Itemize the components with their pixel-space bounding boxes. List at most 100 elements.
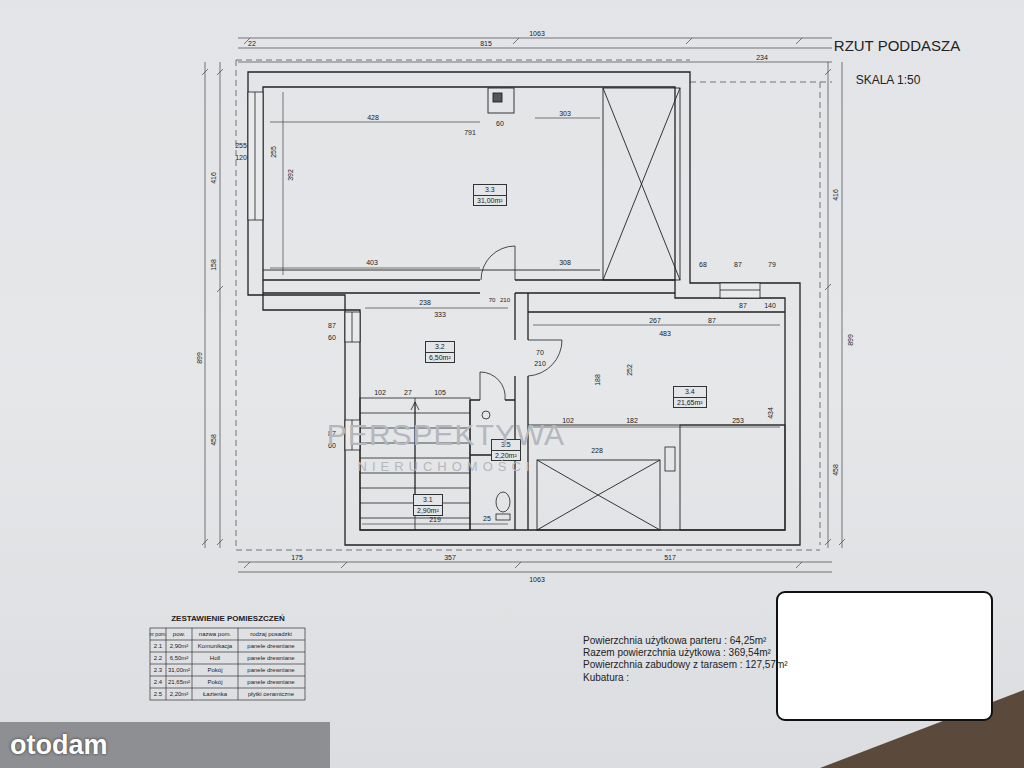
walls-part xyxy=(263,87,785,530)
room-table-grid xyxy=(150,628,305,700)
dimension: 308 xyxy=(559,259,571,266)
dimension: 517 xyxy=(664,554,676,561)
chimney xyxy=(488,88,514,113)
dimension: 87 xyxy=(739,302,747,309)
dimension: 416 xyxy=(210,172,217,184)
dimension-lines-part xyxy=(533,427,780,428)
windows-part xyxy=(720,290,760,291)
table-cell: Holl xyxy=(210,655,220,661)
doors-part xyxy=(528,340,562,376)
photo-ground-part xyxy=(0,722,330,768)
room-number: 3.3 xyxy=(474,185,506,196)
dimension: 22 xyxy=(248,40,256,47)
dimension: 434 xyxy=(767,407,774,419)
dimension: 234 xyxy=(756,54,768,61)
area-note: Powierzchnia użytkowa parteru : 64,25m² xyxy=(583,636,766,646)
dimension: 175 xyxy=(291,554,303,561)
table-cell: 2.1 xyxy=(154,643,162,649)
dimension: 79 xyxy=(768,261,776,268)
dimension-lines-part xyxy=(238,62,832,63)
dimension-lines-part xyxy=(238,572,832,573)
dimension-lines-part xyxy=(270,268,480,269)
eave-lines-part xyxy=(236,550,820,551)
dimension-lines-part xyxy=(828,62,829,548)
dimension-lines-part xyxy=(244,38,802,568)
table-cell: panele drewniane xyxy=(247,655,294,661)
walls-part xyxy=(248,72,800,545)
room-number: 3.2 xyxy=(426,342,454,353)
sanitary-part xyxy=(496,514,510,520)
stairs-part xyxy=(411,402,419,505)
dimension: 102 xyxy=(374,389,386,396)
dimension: 458 xyxy=(832,464,839,476)
dimension: 392 xyxy=(287,169,294,181)
watermark: PERSPEKTYWA xyxy=(327,420,565,450)
table-cell: Pokój xyxy=(207,667,222,673)
sanitary-part xyxy=(665,447,675,471)
windows-part xyxy=(255,92,256,220)
room-tag: 3.12,90m² xyxy=(413,494,443,516)
doors-part xyxy=(481,246,515,280)
dimension: 815 xyxy=(480,40,492,47)
room-area: 6,50m² xyxy=(426,353,454,363)
room-tag: 3.421,65m² xyxy=(673,386,707,408)
dimension: 303 xyxy=(559,110,571,117)
scale-note: SKALA 1:50 xyxy=(856,74,921,86)
table-cell: 2.4 xyxy=(154,679,162,685)
table-cell: Łazienka xyxy=(203,691,227,697)
dimension: 70 xyxy=(536,349,544,356)
photo-ground-part xyxy=(777,592,992,720)
eave-lines-part xyxy=(690,82,832,83)
dimension: 899 xyxy=(847,334,854,346)
dimension: 60 xyxy=(328,334,336,341)
photo-ground xyxy=(0,592,1024,768)
table-cell: pow. xyxy=(173,631,185,637)
doors xyxy=(480,246,562,400)
dimension-lines-part xyxy=(238,48,832,49)
dimension: 899 xyxy=(196,352,203,364)
room-area: 31,00m² xyxy=(474,196,506,206)
dimension: 87 xyxy=(708,317,716,324)
table-cell: Pokój xyxy=(207,679,222,685)
dimension-lines-part xyxy=(238,562,832,563)
table-cell: panele drewniane xyxy=(247,667,294,673)
dimension-lines-part xyxy=(238,38,832,39)
dimension: 238 xyxy=(419,299,431,306)
dimension: 140 xyxy=(764,302,776,309)
table-title: ZESTAWIENIE POMIESZCZEŃ xyxy=(171,615,285,623)
windows-part xyxy=(352,312,353,342)
table-cell: 2,90m² xyxy=(170,643,189,649)
dimension: 416 xyxy=(832,189,839,201)
table-cell: 2,20m² xyxy=(170,691,189,697)
roof-voids-part xyxy=(537,460,660,530)
dimension-lines-part xyxy=(842,62,843,548)
dimension: 253 xyxy=(732,417,744,424)
walls-part xyxy=(263,280,675,293)
table-cell: płytki ceramiczne xyxy=(248,691,294,697)
table-cell: 6,50m² xyxy=(170,655,189,661)
table-cell: Komunikacja xyxy=(198,643,232,649)
dimension-lines-part xyxy=(205,62,206,548)
dimension: 210 xyxy=(500,297,510,303)
dimension: 210 xyxy=(534,360,546,367)
dimension: 105 xyxy=(434,389,446,396)
dimension: 120 xyxy=(235,154,247,161)
eave-lines-part xyxy=(236,60,237,550)
roof-voids-part xyxy=(528,425,785,426)
dimension: 27 xyxy=(404,389,412,396)
table-cell: 2.3 xyxy=(154,667,162,673)
watermark: NIERUCHOMOŚCI xyxy=(358,460,535,473)
walls-part xyxy=(515,293,528,530)
table-cell: nr pom. xyxy=(150,632,167,637)
sanitary-part xyxy=(482,411,490,419)
dimension: 255 xyxy=(270,146,277,158)
dimension-lines-part xyxy=(202,69,845,545)
dimension-lines xyxy=(202,38,845,572)
table-cell: nazwa pom. xyxy=(199,631,231,637)
dimension: 228 xyxy=(591,447,603,454)
dimension: 188 xyxy=(594,374,601,386)
dimension: 25 xyxy=(483,515,491,522)
dimension: 428 xyxy=(367,114,379,121)
room-number: 3.4 xyxy=(674,387,706,398)
